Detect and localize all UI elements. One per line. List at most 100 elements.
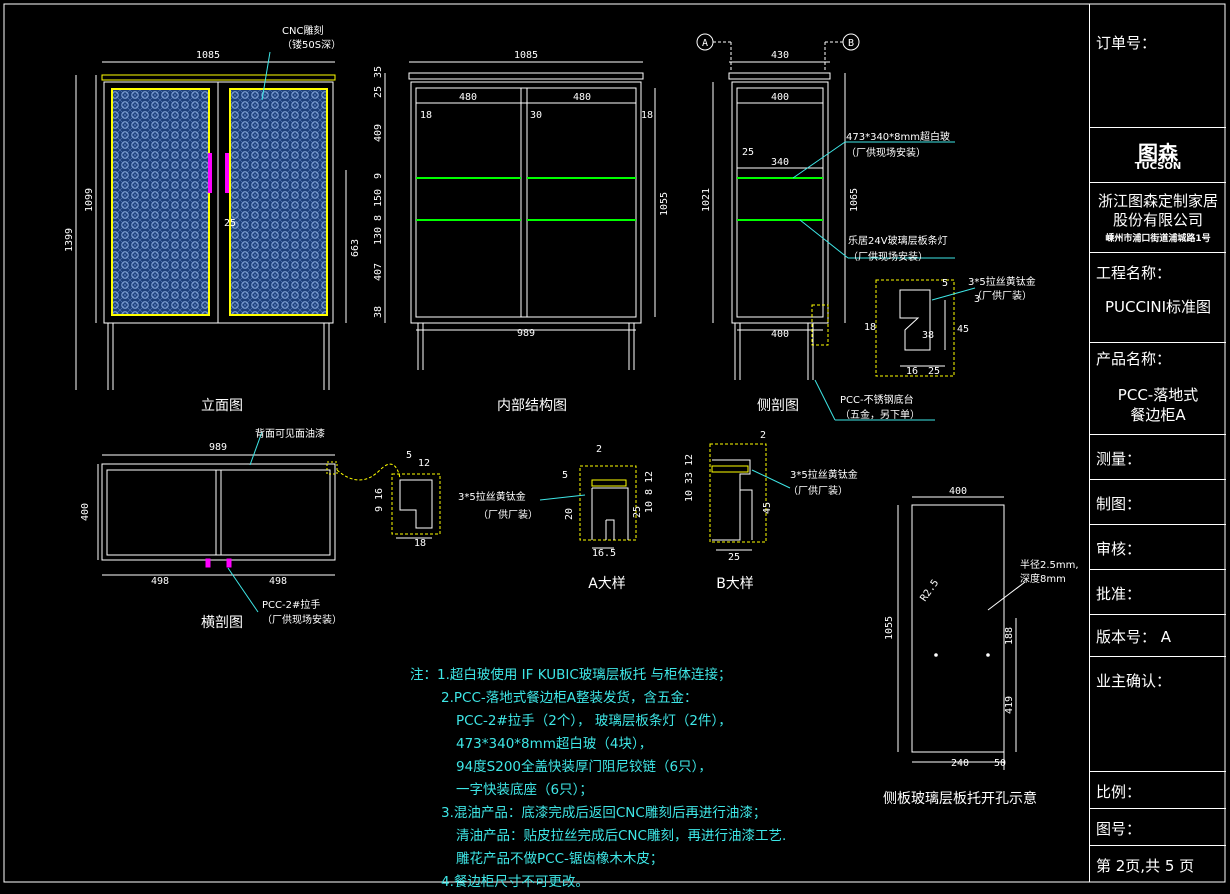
sec-bottom: 400 [771,329,789,340]
sec-h-left: 1021 [701,188,712,212]
corner-d5: 5 [942,278,948,289]
company-address: 嵊州市浦口街道浦城路1号 [1105,234,1211,244]
detail-a-d25: 25 [632,506,643,518]
elevation-door-left [111,88,210,316]
plan-half-left: 498 [151,576,169,587]
alloy-b-sub: （厂供厂装） [788,484,848,497]
detail-b-d45: 45 [762,502,773,514]
detail-a-label: A大样 [588,576,626,592]
interior-view [384,61,656,370]
hole-note-2: 深度8mm [1020,572,1066,585]
int-mid: 30 [530,110,542,121]
detail-a-d2: 2 [596,444,602,455]
detail-b-stack2: 10 3 [684,478,695,502]
version-label: 版本号： A [1096,628,1172,646]
product-value-1: PCC-落地式 [1117,386,1199,404]
section-view [696,33,955,421]
handle-left [208,153,212,193]
int-bay-left: 480 [459,92,477,103]
hole-view [897,496,1026,770]
detail-b-width: 25 [728,552,740,563]
marker-b: B [848,38,854,49]
corner-d18: 18 [864,322,876,333]
glass-install-label: （厂供现场安装） [846,146,926,159]
project-label: 工程名称： [1096,264,1172,282]
elev-height-total: 1399 [64,228,75,252]
notes-block: 注：1.超白玻使用 IF KUBIC玻璃层板托 与柜体连接； 2.PCC-落地式… [410,664,786,894]
note-line: 2.PCC-落地式餐边柜A整装发货，含五金： [441,690,698,706]
detail-b-label: B大样 [716,576,754,592]
hole-width: 400 [949,486,967,497]
note-line: 一字快装底座（6只）； [456,782,593,798]
detail-a-d20: 20 [564,508,575,520]
company-name-1: 浙江图森定制家居 [1097,192,1218,210]
alloy-right-sub: （厂供厂装） [972,289,1032,302]
approve-label: 批准： [1096,585,1142,603]
glass-label: 473*340*8mm超白玻 [846,130,950,143]
corner-d25: 25 [928,366,940,377]
detail-b [709,443,791,551]
drawing-border [3,3,1226,883]
corner-d16: 16 [906,366,918,377]
alloy-mid-sub: （厂供厂装） [478,508,538,521]
sec-340: 340 [771,157,789,168]
cnc-depth-label: （镂50S深） [282,38,341,51]
sec-h-right: 1065 [849,188,860,212]
order-no-label: 订单号： [1096,34,1157,52]
elev-dim-25: 25 [224,218,236,229]
int-h-top1: 35 [373,66,384,78]
alloy-b-label: 3*5拉丝黄钛金 [790,468,858,481]
elev-height-body: 1099 [84,188,95,212]
led-install-label: （厂供现场安装） [848,250,928,263]
base-sub-label: （五金，另下单） [840,408,920,421]
handle-right [225,153,229,193]
brand-en: TUCSON [1134,161,1182,172]
note-line: 雕花产品不做PCC-锯齿橡木木皮； [456,851,664,867]
detail-a-width: 16.5 [592,548,616,559]
corner-d45: 45 [957,324,969,335]
project-value: PUCCINI标准图 [1104,298,1212,316]
small-d12: 12 [418,458,430,469]
detail-b-d2: 2 [760,430,766,441]
marker-a: A [702,38,708,49]
detail-b-stack1: 3 12 [684,454,695,478]
int-h-8: 8 [373,215,384,221]
corner-detail [875,279,976,377]
drawn-label: 制图： [1096,495,1142,513]
scale-label: 比例： [1096,783,1142,801]
note-line: 3.混油产品：底漆完成后返回CNC雕刻后再进行油漆； [441,805,767,821]
int-h-38: 38 [373,306,384,318]
brand-logo: 图森 [1138,141,1178,165]
sec-25: 25 [742,147,754,158]
product-value-2: 餐边柜A [1130,406,1186,424]
small-detail [391,473,441,539]
int-bay-right: 480 [573,92,591,103]
cnc-label: CNC雕刻 [282,24,323,37]
review-label: 审核： [1096,540,1142,558]
alloy-mid-label: 3*5拉丝黄钛金 [458,490,526,503]
company-block: 图森 TUCSON 浙江图森定制家居 股份有限公司 嵊州市浦口街道浦城路1号 [1090,127,1226,253]
corner-d3: 3 [974,294,980,305]
company-name-2: 股份有限公司 [1112,211,1203,229]
title-block: 订单号： 图森 TUCSON 浙江图森定制家居 股份有限公司 嵊州市浦口街道浦城… [1089,4,1226,882]
int-h-409: 409 [373,124,384,142]
note-line: 注：1.超白玻使用 IF KUBIC玻璃层板托 与柜体连接； [410,667,732,683]
page-indicator: 第 2页,共 5 页 [1096,857,1195,875]
interior-label: 内部结构图 [497,398,567,414]
hole-d188: 188 [1004,627,1015,645]
survey-label: 测量： [1096,450,1142,468]
int-h-9: 9 [373,173,384,179]
handle-label: PCC-2#拉手 [262,598,320,611]
int-inner-width: 989 [517,328,535,339]
note-line: PCC-2#拉手（2个）， 玻璃层板条灯（2件）， [456,713,732,729]
elevation-label: 立面图 [201,398,243,414]
int-h-130: 130 [373,227,384,245]
note-line: 94度S200全盖快装厚门阻尼铰链（6只）， [456,759,712,775]
hole-radius: R2.5 [918,578,941,604]
int-side-left: 18 [420,110,432,121]
plan-depth: 400 [80,503,91,521]
int-side-right: 18 [641,110,653,121]
product-label: 产品名称： [1096,350,1172,368]
int-h-150: 150 [373,189,384,207]
alloy-right-label: 3*5拉丝黄钛金 [968,275,1036,288]
